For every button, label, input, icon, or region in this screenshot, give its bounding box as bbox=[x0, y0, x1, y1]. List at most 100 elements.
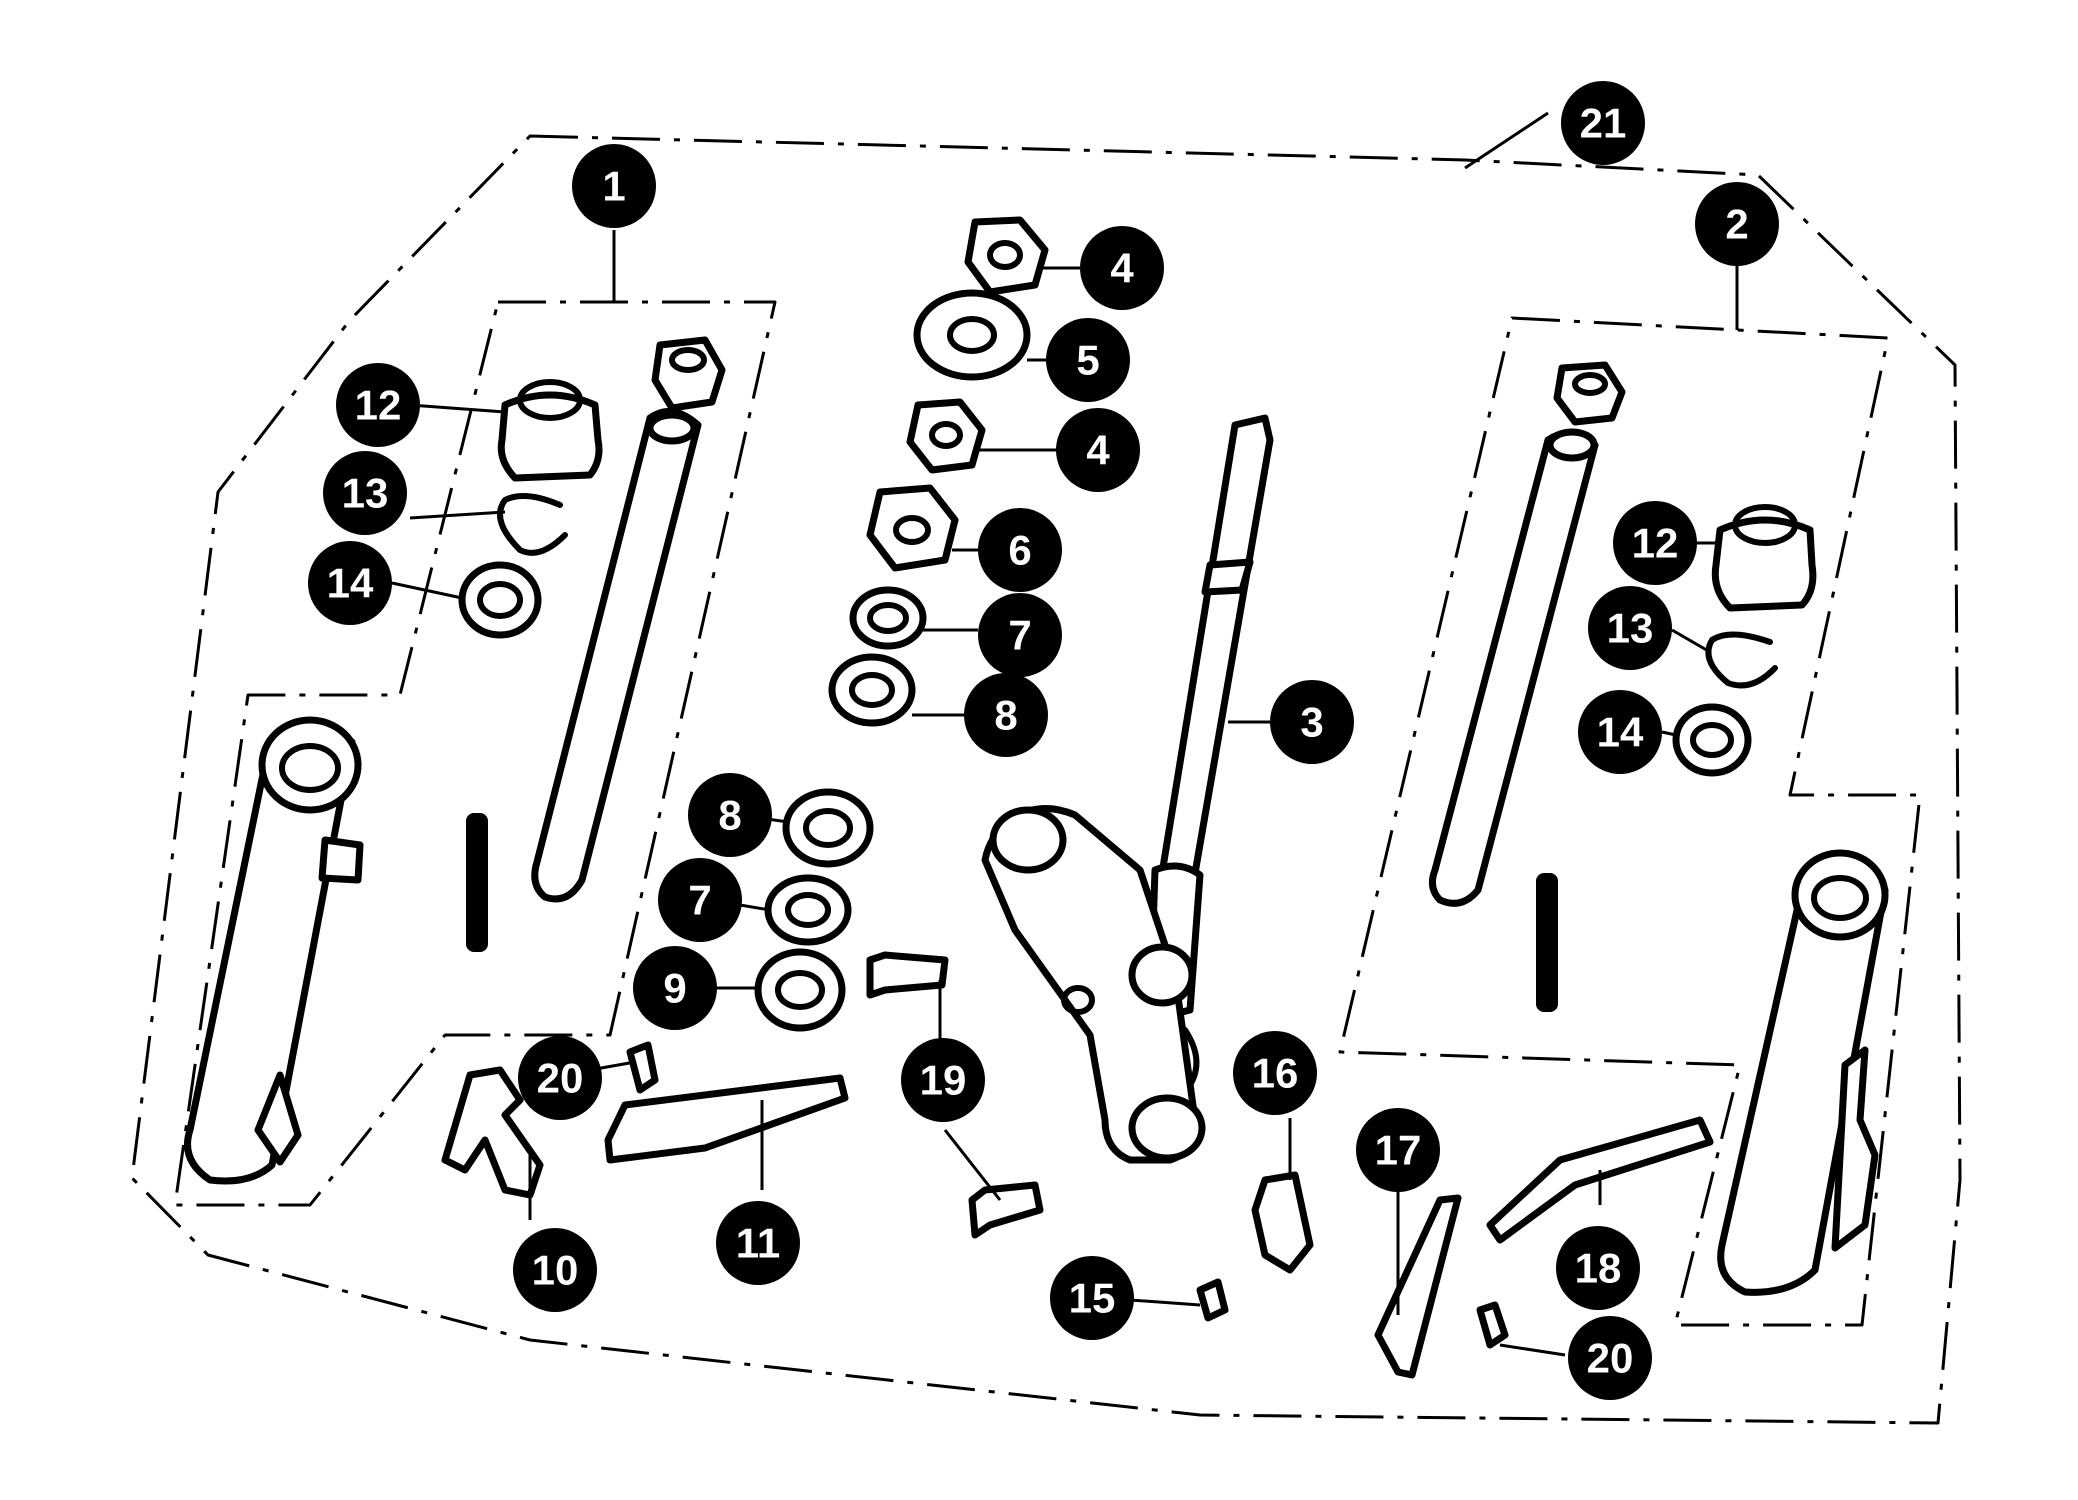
svg-text:15: 15 bbox=[1069, 1275, 1116, 1322]
bearing-race-7-lower bbox=[764, 874, 852, 946]
left-slider-lug bbox=[318, 836, 364, 884]
svg-text:14: 14 bbox=[327, 560, 374, 607]
callout-20-left: 20 bbox=[518, 1036, 602, 1120]
bolt-20-left bbox=[626, 1041, 659, 1094]
right-oil-seal bbox=[1672, 703, 1752, 777]
right-slider-top-inner bbox=[1811, 875, 1869, 921]
leader-7-lower bbox=[739, 903, 771, 912]
callout-4-upper: 4 bbox=[1080, 226, 1164, 310]
svg-text:4: 4 bbox=[1086, 427, 1110, 474]
callout-5: 5 bbox=[1046, 318, 1130, 402]
brake-hose-bracket-18 bbox=[1486, 1116, 1714, 1244]
left-tube-top bbox=[646, 411, 698, 445]
callout-13-left: 13 bbox=[323, 451, 407, 535]
right-retaining-clip bbox=[1705, 631, 1778, 689]
svg-text:11: 11 bbox=[736, 1220, 780, 1267]
right-dust-seal-top bbox=[1732, 504, 1798, 546]
svg-text:8: 8 bbox=[994, 692, 1017, 739]
svg-text:16: 16 bbox=[1252, 1050, 1299, 1097]
svg-text:3: 3 bbox=[1300, 699, 1323, 746]
svg-text:13: 13 bbox=[342, 470, 389, 517]
dust-seal-9-hole bbox=[775, 970, 825, 1010]
assembly-boundaries bbox=[130, 134, 1962, 1425]
callout-6: 6 bbox=[978, 508, 1062, 592]
svg-text:13: 13 bbox=[1607, 605, 1654, 652]
callout-12-right: 12 bbox=[1613, 501, 1697, 585]
leader-12-left bbox=[409, 403, 506, 414]
left-fork-boundary bbox=[173, 300, 777, 1207]
svg-text:5: 5 bbox=[1076, 337, 1099, 384]
brake-hose-bracket-11 bbox=[604, 1074, 849, 1164]
callout-8-lower: 8 bbox=[688, 773, 772, 857]
right-fork-leg bbox=[1428, 361, 1889, 1296]
callout-15: 15 bbox=[1050, 1256, 1134, 1340]
svg-text:12: 12 bbox=[355, 382, 402, 429]
svg-text:20: 20 bbox=[1587, 1335, 1634, 1382]
svg-text:17: 17 bbox=[1375, 1127, 1422, 1174]
svg-text:7: 7 bbox=[1008, 612, 1031, 659]
bearing-8-lower-hole bbox=[803, 808, 853, 848]
svg-text:14: 14 bbox=[1597, 709, 1644, 756]
bearing-8-upper bbox=[828, 653, 916, 727]
callout-13-right: 13 bbox=[1588, 586, 1672, 670]
callout-3: 3 bbox=[1270, 680, 1354, 764]
bracket-16 bbox=[1251, 1171, 1314, 1274]
svg-text:20: 20 bbox=[537, 1055, 584, 1102]
callout-7-lower: 7 bbox=[658, 858, 742, 942]
upper-lock-nut bbox=[964, 216, 1049, 296]
svg-text:2: 2 bbox=[1725, 201, 1748, 248]
callout-11: 11 bbox=[716, 1201, 800, 1285]
bearing-race-7-upper-hole bbox=[867, 602, 909, 634]
bottom-yoke-center bbox=[1128, 943, 1196, 1007]
callout-4-lower: 4 bbox=[1056, 408, 1140, 492]
left-damper-rod bbox=[466, 813, 488, 952]
leader-20-right bbox=[1499, 1343, 1566, 1357]
leader-21 bbox=[1464, 111, 1549, 170]
callout-18: 18 bbox=[1556, 1226, 1640, 1310]
right-fork-tube bbox=[1428, 430, 1599, 907]
left-seal-stack bbox=[458, 379, 603, 639]
left-fork-tube bbox=[531, 407, 702, 903]
lower-lock-nut bbox=[906, 398, 986, 474]
svg-text:18: 18 bbox=[1575, 1245, 1622, 1292]
right-slider-top bbox=[1791, 849, 1889, 941]
callout-10: 10 bbox=[513, 1228, 597, 1312]
washer-5 bbox=[913, 289, 1031, 381]
bolt-15 bbox=[1196, 1278, 1229, 1322]
callout-20-right: 20 bbox=[1568, 1316, 1652, 1400]
dust-seal-9 bbox=[754, 948, 846, 1032]
leader-19-lower bbox=[943, 1129, 1002, 1201]
svg-text:4: 4 bbox=[1110, 245, 1134, 292]
callout-14-right: 14 bbox=[1578, 690, 1662, 774]
svg-text:19: 19 bbox=[920, 1057, 967, 1104]
steering-stem-collar bbox=[1201, 558, 1254, 596]
center-nut-stack bbox=[828, 216, 1049, 727]
bottom-yoke-right-clamp bbox=[1128, 1094, 1206, 1162]
bearing-race-7-lower-hole bbox=[785, 892, 831, 928]
leader-14-left bbox=[391, 581, 463, 600]
callout-14-left: 14 bbox=[308, 541, 392, 625]
adjusting-nut-6 bbox=[866, 484, 959, 572]
leader-15 bbox=[1129, 1298, 1201, 1307]
left-slider-top bbox=[258, 716, 362, 814]
brake-hose-guide-17 bbox=[1374, 1194, 1462, 1379]
bearing-8-upper-hole bbox=[849, 672, 895, 708]
callout-2: 2 bbox=[1695, 182, 1779, 266]
callout-12-left: 12 bbox=[336, 363, 420, 447]
callouts: 1 2 3 4 4 5 6 7 7 8 8 9 10 11 12 12 13 1… bbox=[308, 81, 1779, 1400]
adjusting-nut-6-hole bbox=[893, 515, 931, 545]
callout-16: 16 bbox=[1233, 1031, 1317, 1115]
right-cap-nut-top bbox=[1572, 372, 1608, 396]
left-oil-seal-inner bbox=[477, 581, 523, 619]
right-dust-seal bbox=[1711, 516, 1817, 612]
leader-13-left bbox=[409, 510, 506, 520]
upper-lock-nut-hole bbox=[987, 240, 1023, 270]
right-fork-boundary bbox=[1338, 316, 1922, 1327]
right-damper-rod bbox=[1536, 873, 1558, 1012]
svg-text:21: 21 bbox=[1580, 100, 1627, 147]
bolt-19-upper bbox=[866, 951, 949, 999]
left-axle-clamp bbox=[254, 1071, 302, 1166]
hardware-parts bbox=[441, 951, 1714, 1379]
outer-boundary bbox=[130, 134, 1962, 1425]
